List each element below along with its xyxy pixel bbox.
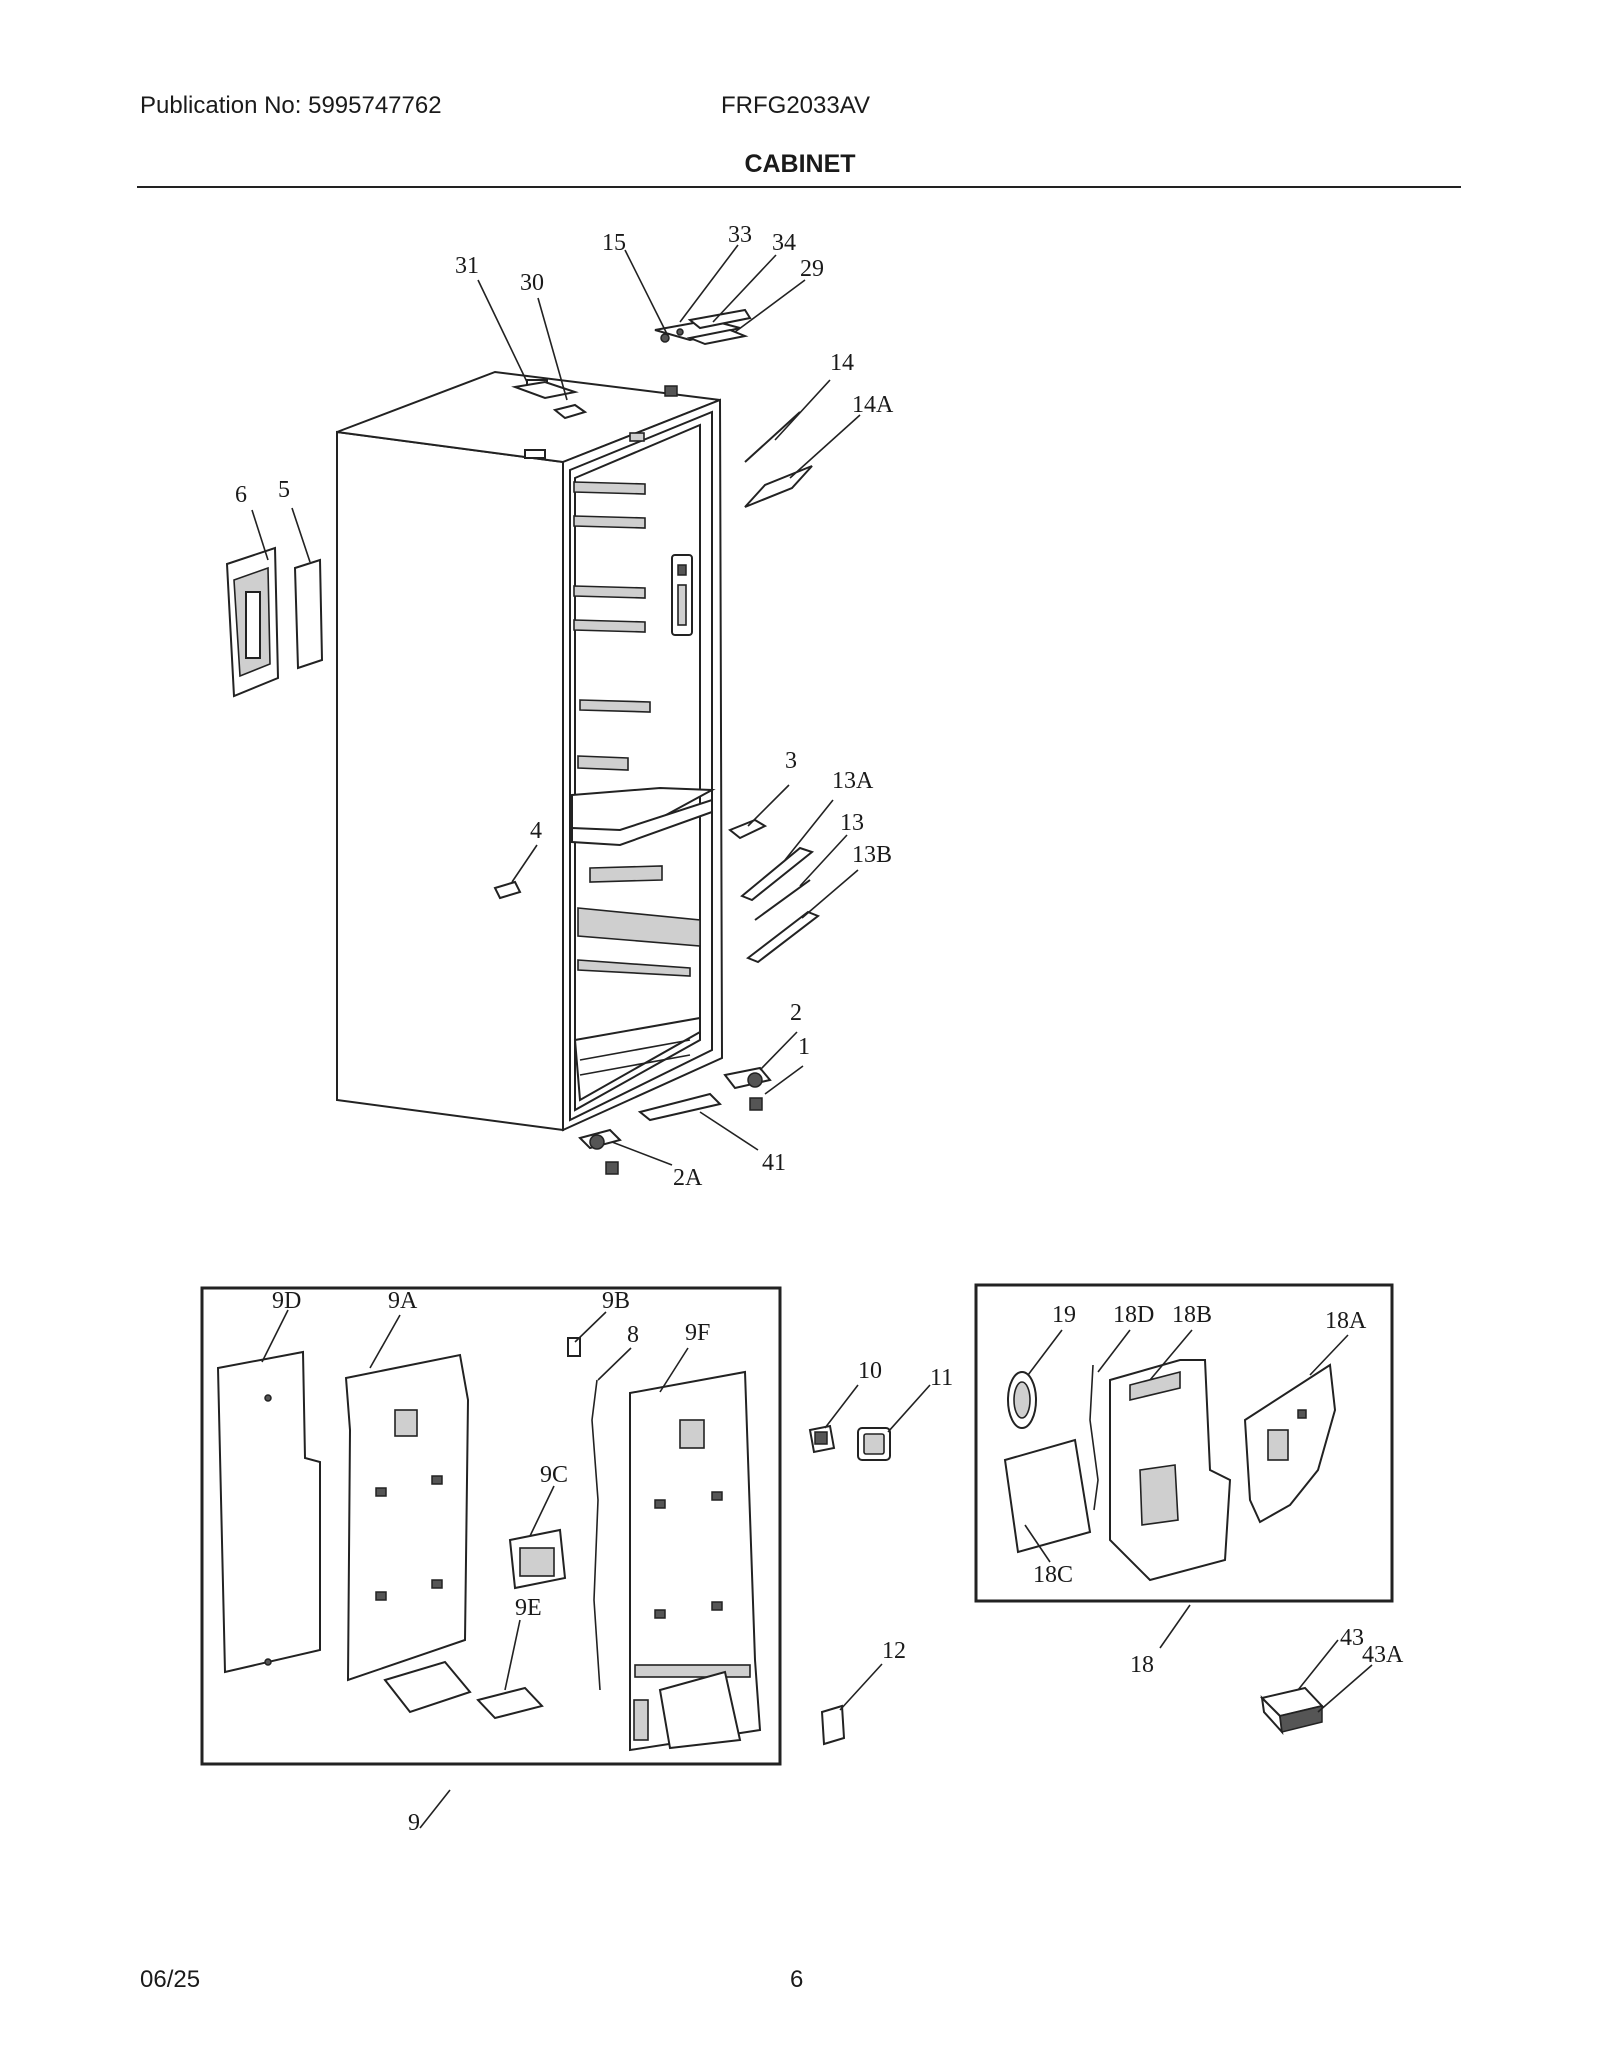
callout-13: 13 bbox=[840, 810, 864, 836]
callout-2a: 2A bbox=[673, 1165, 703, 1191]
callout-18d: 18D bbox=[1113, 1302, 1154, 1328]
air-duct-9c bbox=[508, 1528, 567, 1590]
callout-9e: 9E bbox=[515, 1595, 542, 1621]
callout-13a: 13A bbox=[832, 768, 874, 794]
header-rule bbox=[137, 186, 1461, 188]
callout-14: 14 bbox=[830, 350, 854, 376]
footer-date: 06/25 bbox=[140, 1966, 201, 1993]
callout-15: 15 bbox=[602, 230, 626, 256]
callout-9: 9 bbox=[408, 1810, 420, 1836]
callout-9f: 9F bbox=[685, 1320, 710, 1346]
callout-9d: 9D bbox=[272, 1288, 301, 1314]
rail-13b bbox=[745, 910, 821, 964]
group-box-9 bbox=[200, 1286, 782, 1766]
callout-19: 19 bbox=[1052, 1302, 1076, 1328]
label-5 bbox=[293, 558, 324, 670]
callout-43: 43 bbox=[1340, 1625, 1364, 1651]
model-number: FRFG2033AV bbox=[721, 92, 870, 119]
callout-33: 33 bbox=[728, 222, 752, 248]
callout-11: 11 bbox=[930, 1365, 953, 1391]
bottom-hinge-2a bbox=[578, 1128, 622, 1175]
callout-8: 8 bbox=[627, 1322, 639, 1348]
callout-18b: 18B bbox=[1172, 1302, 1212, 1328]
callout-12: 12 bbox=[882, 1638, 906, 1664]
callout-2: 2 bbox=[790, 1000, 802, 1026]
callout-9b: 9B bbox=[602, 1288, 630, 1314]
callout-18c: 18C bbox=[1033, 1562, 1073, 1588]
back-panel-18a bbox=[1243, 1363, 1337, 1524]
callout-34: 34 bbox=[772, 230, 796, 256]
callout-18a: 18A bbox=[1325, 1308, 1367, 1334]
callout-4: 4 bbox=[530, 818, 542, 844]
wire-8 bbox=[591, 1379, 601, 1691]
publication-number: Publication No: 5995747762 bbox=[140, 92, 442, 119]
callout-9a: 9A bbox=[388, 1288, 418, 1314]
wire-18d bbox=[1089, 1364, 1099, 1511]
hinge-cover-30-31 bbox=[511, 380, 588, 420]
hinge-3 bbox=[728, 818, 768, 840]
evaporator-cover-9a bbox=[344, 1353, 472, 1714]
callout-31: 31 bbox=[455, 253, 479, 279]
bracket-4 bbox=[493, 880, 522, 900]
part-43 bbox=[1260, 1686, 1324, 1736]
sensor-9b bbox=[567, 1337, 581, 1357]
callout-6: 6 bbox=[235, 482, 247, 508]
callout-5: 5 bbox=[278, 477, 290, 503]
rail-14 bbox=[744, 411, 801, 463]
fan-19 bbox=[1007, 1371, 1037, 1429]
callout-14a: 14A bbox=[852, 392, 894, 418]
callout-18: 18 bbox=[1130, 1652, 1154, 1678]
tray-9e bbox=[476, 1686, 544, 1720]
cabinet-shelf-rails bbox=[573, 481, 701, 1102]
rail-13 bbox=[754, 879, 811, 921]
callout-41: 41 bbox=[762, 1150, 786, 1176]
callout-13b: 13B bbox=[852, 842, 892, 868]
callout-10: 10 bbox=[858, 1358, 882, 1384]
part-10 bbox=[808, 1424, 836, 1454]
rear-panel-9f bbox=[629, 1370, 762, 1752]
duct-18b bbox=[1109, 1359, 1232, 1582]
callout-29: 29 bbox=[800, 256, 824, 282]
insulation-9d bbox=[216, 1350, 321, 1674]
group-box-18 bbox=[974, 1283, 1394, 1603]
part-12 bbox=[820, 1704, 846, 1746]
cabinet-control-housing bbox=[671, 554, 693, 636]
handle-bracket-6 bbox=[225, 546, 280, 698]
callout-1: 1 bbox=[798, 1034, 810, 1060]
callout-30: 30 bbox=[520, 270, 544, 296]
section-title: CABINET bbox=[744, 150, 856, 178]
bottom-hinge-2 bbox=[723, 1066, 772, 1090]
callout-3: 3 bbox=[785, 748, 797, 774]
callout-9c: 9C bbox=[540, 1462, 568, 1488]
callout-43a: 43A bbox=[1362, 1642, 1404, 1668]
rail-cover-14a bbox=[744, 465, 813, 508]
toe-grille-41 bbox=[637, 1092, 722, 1122]
cabinet-body bbox=[336, 370, 724, 1132]
foot-1 bbox=[749, 1097, 763, 1111]
rail-13a bbox=[740, 846, 815, 902]
panel-18c bbox=[1003, 1438, 1092, 1554]
footer-page-number: 6 bbox=[790, 1966, 804, 1993]
top-hinge-assembly bbox=[654, 308, 752, 346]
